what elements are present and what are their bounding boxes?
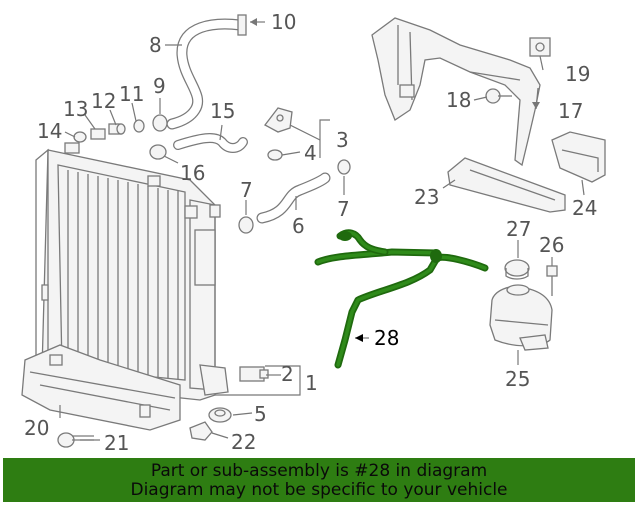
callout-13: 13 [63,97,88,121]
callout-12: 12 [91,89,116,113]
callout-18: 18 [446,88,471,112]
callout-4: 4 [304,141,317,165]
callout-1: 1 [305,371,318,395]
callout-25: 25 [505,367,530,391]
callout-28: 28 [374,326,399,350]
callout-16: 16 [180,161,205,185]
highlighted-hose-28 [314,229,489,369]
sensor-2 [239,366,269,382]
hose-15 [149,133,248,160]
clip-19 [529,37,551,57]
callout-arrowheads [250,18,540,342]
callout-19: 19 [565,62,590,86]
callout-7-left: 7 [240,178,253,202]
callout-3: 3 [336,128,349,152]
deflector-23 [447,157,566,213]
callout-24: 24 [572,196,597,220]
lower-air-deflector [21,344,181,431]
radiator-assembly [35,142,229,401]
callout-26: 26 [539,233,564,257]
banner-line-1: Part or sub-assembly is #28 in diagram [150,461,488,481]
callout-2: 2 [281,362,294,386]
bracket-3 [264,107,293,161]
callout-27: 27 [506,217,531,241]
callout-17: 17 [558,99,583,123]
hose-6 [238,159,351,234]
callout-22: 22 [231,430,256,454]
bolt-18 [485,88,512,104]
callout-14: 14 [37,119,62,143]
callout-11: 11 [119,82,144,106]
callout-20: 20 [24,416,49,440]
bracket-22 [189,421,213,441]
air-duct-24 [551,131,606,183]
callout-15: 15 [210,99,235,123]
callout-labels: 1 2 3 4 5 6 7 7 8 9 10 11 12 13 14 15 16… [24,10,597,455]
insulator-5 [208,407,232,423]
banner-line-2: Diagram may not be specific to your vehi… [130,480,508,500]
callout-10: 10 [271,10,296,34]
callout-21: 21 [104,431,129,455]
callout-8: 8 [149,33,162,57]
callout-7-right: 7 [337,197,350,221]
callout-6: 6 [292,214,305,238]
info-banner: Part or sub-assembly is #28 in diagram D… [3,458,635,502]
callout-23: 23 [414,185,439,209]
reservoir-cap-27 [504,259,530,280]
level-sensor-26 [546,265,558,296]
hose-clamps-small [73,114,168,143]
cooling-system-diagram: 1 2 3 4 5 6 7 7 8 9 10 11 12 13 14 15 16… [21,10,606,455]
callout-5: 5 [254,402,267,426]
coolant-reservoir-25 [489,284,553,351]
callout-9: 9 [153,74,166,98]
radiator-support-bracket-17 [371,17,541,167]
upper-hose-8 [166,14,247,130]
